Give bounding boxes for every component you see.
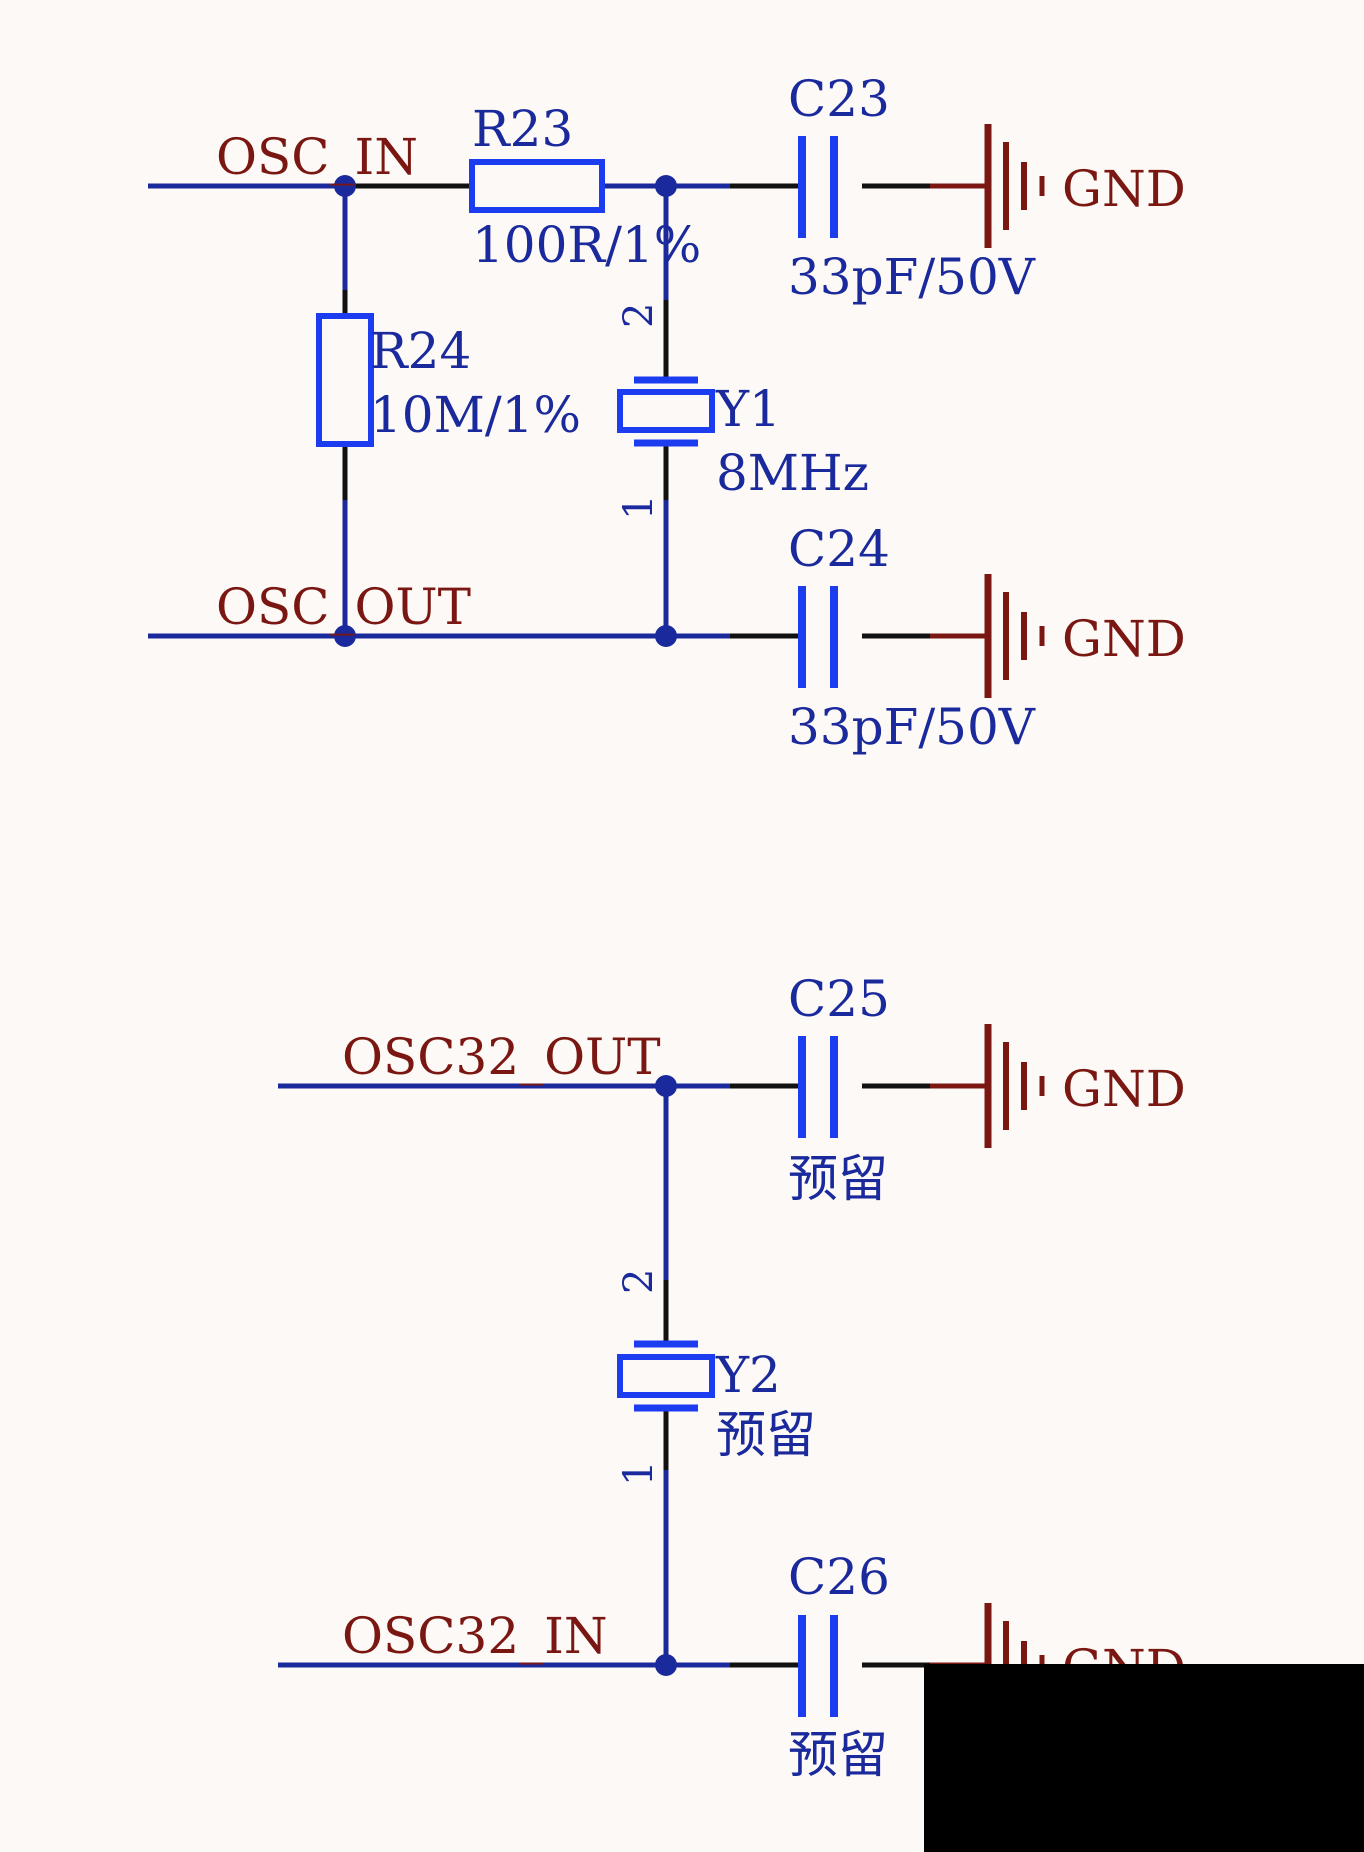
net-label-osc32-out: OSC32_OUT	[342, 1028, 661, 1086]
resistor-r24-body	[316, 313, 374, 447]
c25-value: 预留	[788, 1150, 888, 1208]
pin-stubs-bottom	[663, 1083, 930, 1668]
pin-stubs-top	[342, 183, 930, 639]
r23-ref: R23	[472, 100, 573, 158]
y1-pin-1: 1	[616, 495, 662, 520]
y2-ref: Y2	[715, 1346, 781, 1404]
r24-ref: R24	[370, 322, 471, 380]
capacitor-c24: C24 33pF/50V	[788, 520, 1036, 756]
net-label-osc32-in: OSC32_IN	[342, 1607, 608, 1665]
c24-ref: C24	[788, 520, 890, 578]
capacitor-c23: C23 33pF/50V	[788, 70, 1036, 306]
y2-pin-2: 2	[616, 1269, 662, 1294]
net-label-osc-out: OSC_OUT	[216, 578, 471, 636]
junction-dot	[655, 625, 677, 647]
capacitor-c26: C26 预留	[788, 1548, 890, 1784]
crystal-y2: Y2 预留 2 1	[616, 1269, 816, 1486]
ground-symbol	[930, 1024, 1045, 1148]
resistor-r24: R24 10M/1%	[316, 313, 581, 447]
junction-dot	[655, 1654, 677, 1676]
crystal-y1: Y1 8MHz 2 1	[616, 303, 869, 520]
black-overlay-region	[924, 1664, 1364, 1852]
junction-dot	[334, 625, 356, 647]
c26-ref: C26	[788, 1548, 890, 1606]
ground-symbol	[930, 124, 1045, 248]
junction-dot	[655, 1075, 677, 1097]
net-label-osc-in: OSC_IN	[216, 128, 418, 186]
crystal-y2-body	[617, 1354, 715, 1398]
r23-value: 100R/1%	[472, 216, 701, 274]
crystal-y1-body	[617, 389, 715, 433]
resistor-r23-body	[469, 159, 605, 213]
c23-value: 33pF/50V	[788, 248, 1036, 306]
y2-value: 预留	[716, 1406, 816, 1464]
c25-ref: C25	[788, 970, 890, 1028]
r24-value: 10M/1%	[370, 386, 581, 444]
c26-value: 预留	[788, 1726, 888, 1784]
y1-ref: Y1	[715, 380, 781, 438]
resistor-r23: R23 100R/1%	[469, 100, 701, 274]
wires-top	[148, 183, 730, 639]
y1-pin-2: 2	[616, 303, 662, 328]
ground-symbol	[930, 574, 1045, 698]
y1-value: 8MHz	[716, 444, 869, 502]
gnd-label: GND	[1062, 1060, 1186, 1118]
wires-bottom	[278, 1083, 730, 1668]
junction-dot	[655, 175, 677, 197]
gnd-label: GND	[1062, 160, 1186, 218]
c24-value: 33pF/50V	[788, 698, 1036, 756]
osc-32k-section: Y2 预留 2 1 C25 预留 GND C26 预留	[278, 970, 1186, 1784]
capacitor-c25: C25 预留	[788, 970, 890, 1208]
c23-ref: C23	[788, 70, 890, 128]
osc-8mhz-section: R23 100R/1% R24 10M/1% Y1 8MHz 2 1 C23 3…	[148, 70, 1186, 756]
y2-pin-1: 1	[616, 1461, 662, 1486]
gnd-label: GND	[1062, 610, 1186, 668]
junction-dot	[334, 175, 356, 197]
